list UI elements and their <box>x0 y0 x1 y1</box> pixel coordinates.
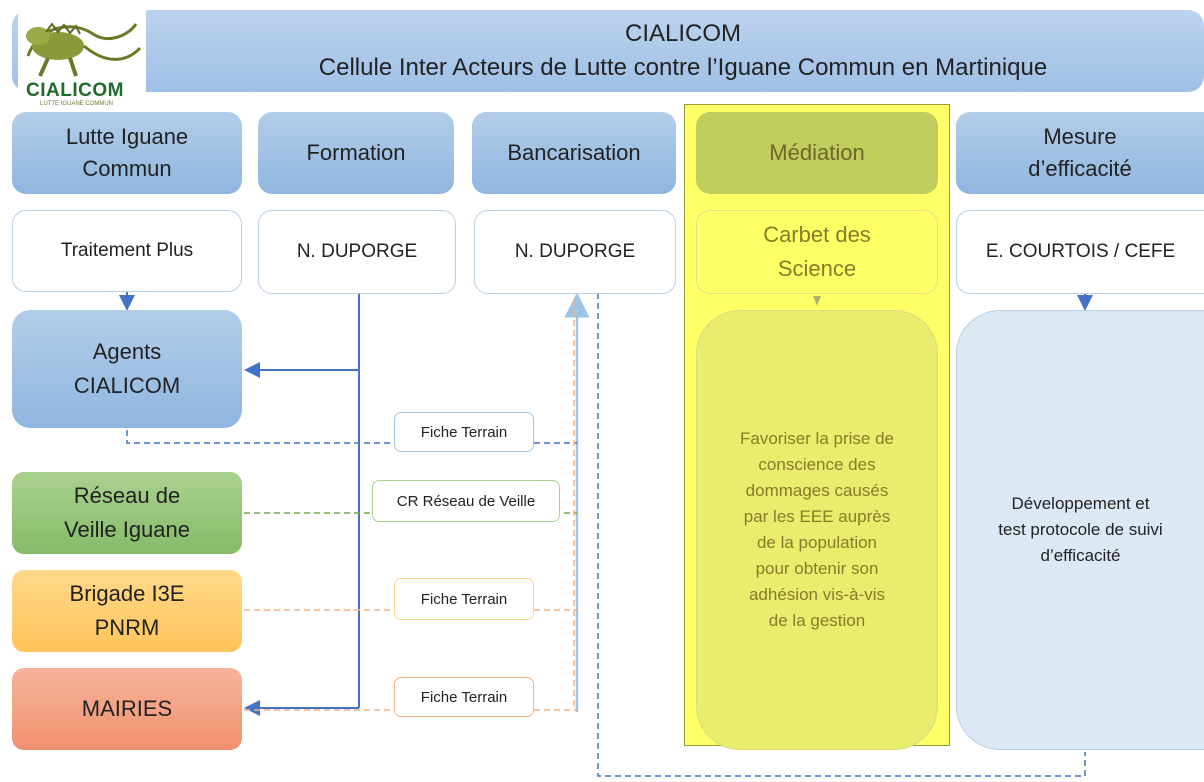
mediation-arrow-icon <box>813 296 821 306</box>
mediation-actor-line2: Science <box>777 256 857 281</box>
brigade-line1: Brigade I3E <box>69 581 185 606</box>
actor-formation: N. DUPORGE <box>258 210 456 294</box>
mediation-desc-line: de la gestion <box>768 611 866 630</box>
header-banner: CIALICOM Cellule Inter Acteurs de Lutte … <box>12 10 1204 92</box>
mediation-desc-line: dommages causés <box>745 481 889 500</box>
label-fiche-terrain-brigade: Fiche Terrain <box>394 578 534 620</box>
reseau-line2: Veille Iguane <box>64 517 190 542</box>
box-agents: Agents CIALICOM <box>12 310 242 428</box>
lutte-line2: Commun <box>82 156 172 181</box>
agents-line1: Agents <box>92 339 162 364</box>
lutte-line1: Lutte Iguane <box>65 124 189 149</box>
formation-title: Formation <box>306 140 406 165</box>
label-fiche-terrain-mairies: Fiche Terrain <box>394 677 534 717</box>
column-header-mediation: Médiation <box>696 112 938 194</box>
label-fiche2-text: Fiche Terrain <box>420 590 508 608</box>
efficacite-desc-line: test protocole de suivi <box>998 520 1163 539</box>
logo-subtext: LUTTE IGUANE COMMUN <box>40 101 114 107</box>
header-subtitle: Cellule Inter Acteurs de Lutte contre l’… <box>318 54 1048 81</box>
mediation-actor: Carbet des Science <box>696 210 938 294</box>
mediation-desc-line: de la population <box>756 533 878 552</box>
box-brigade: Brigade I3E PNRM <box>12 570 242 652</box>
efficacite-actor: E. COURTOIS / CEFE <box>956 210 1204 294</box>
iguane-logo-icon <box>26 22 142 77</box>
connector-bancarisation-efficacite <box>597 293 1086 777</box>
efficacite-desc-line: d’efficacité <box>1040 546 1121 565</box>
actor-bancarisation: N. DUPORGE <box>474 210 676 294</box>
reseau-line1: Réseau de <box>73 483 181 508</box>
mediation-desc-line: adhésion vis-à-vis <box>748 585 886 604</box>
actor-bancarisation-label: N. DUPORGE <box>514 241 636 262</box>
actor-traitement-plus: Traitement Plus <box>12 210 242 292</box>
efficacite-line2: d’efficacité <box>1028 156 1132 181</box>
bancarisation-title: Bancarisation <box>507 140 641 165</box>
mediation-desc-line: Favoriser la prise de <box>739 429 894 448</box>
box-mairies: MAIRIES <box>12 668 242 750</box>
label-cr-reseau: CR Réseau de Veille <box>372 480 560 522</box>
column-header-bancarisation: Bancarisation <box>472 112 676 194</box>
box-reseau: Réseau de Veille Iguane <box>12 472 242 554</box>
mediation-actor-line1: Carbet des <box>763 222 871 247</box>
actor-formation-label: N. DUPORGE <box>296 241 418 262</box>
column-header-formation: Formation <box>258 112 454 194</box>
label-fiche3-text: Fiche Terrain <box>420 688 508 706</box>
logo-text: CIALICOM <box>26 80 124 101</box>
agents-line2: CIALICOM <box>73 373 181 398</box>
mediation-description: Favoriser la prise de conscience des dom… <box>696 310 938 750</box>
mediation-desc-line: par les EEE auprès <box>743 507 891 526</box>
header-title: CIALICOM <box>624 20 741 47</box>
column-header-lutte: Lutte Iguane Commun <box>12 112 242 194</box>
mairies-label: MAIRIES <box>81 696 173 721</box>
label-cr-text: CR Réseau de Veille <box>396 492 536 510</box>
label-fiche1-text: Fiche Terrain <box>420 423 508 441</box>
efficacite-desc-line: Développement et <box>1011 494 1150 513</box>
mediation-desc-line: conscience des <box>758 455 876 474</box>
column-header-efficacite: Mesure d’efficacité <box>956 112 1204 194</box>
logo: CIALICOM LUTTE IGUANE COMMUN <box>18 6 146 110</box>
label-fiche-terrain-agents: Fiche Terrain <box>394 412 534 452</box>
mediation-title: Médiation <box>769 140 865 165</box>
efficacite-description: Développement et test protocole de suivi… <box>956 310 1204 750</box>
brigade-line2: PNRM <box>94 615 160 640</box>
efficacite-line1: Mesure <box>1043 124 1117 149</box>
efficacite-actor-label: E. COURTOIS / CEFE <box>985 241 1176 262</box>
actor-traitement-label: Traitement Plus <box>60 240 194 261</box>
mediation-desc-line: pour obtenir son <box>755 559 879 578</box>
